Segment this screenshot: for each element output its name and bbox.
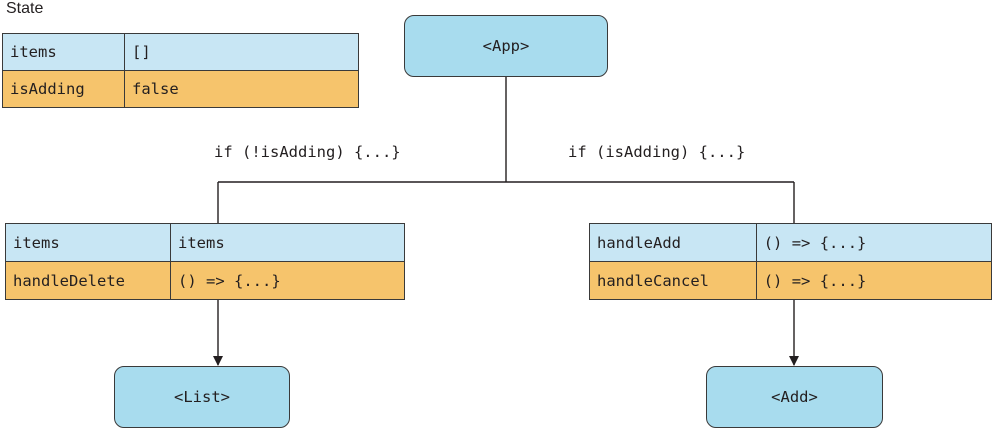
state-table: items [] isAdding false xyxy=(2,33,359,108)
add-props-table: handleAdd () => {...} handleCancel () =>… xyxy=(589,223,992,300)
add-prop-row-handlecancel: handleCancel () => {...} xyxy=(589,261,992,300)
state-value: false xyxy=(124,70,359,108)
state-key: items xyxy=(2,33,125,71)
app-component-node: <App> xyxy=(404,15,608,77)
prop-value: () => {...} xyxy=(755,261,992,300)
condition-not-adding: if (!isAdding) {...} xyxy=(214,143,401,161)
list-prop-row-items: items items xyxy=(5,223,405,262)
state-value: [] xyxy=(124,33,359,71)
prop-value: () => {...} xyxy=(170,261,405,300)
add-prop-row-handleadd: handleAdd () => {...} xyxy=(589,223,992,262)
list-props-table: items items handleDelete () => {...} xyxy=(5,223,405,300)
state-row-isadding: isAdding false xyxy=(2,70,359,108)
prop-key: handleAdd xyxy=(589,223,757,262)
state-key: isAdding xyxy=(2,70,125,108)
state-row-items: items [] xyxy=(2,33,359,71)
list-prop-row-handledelete: handleDelete () => {...} xyxy=(5,261,405,300)
add-component-node: <Add> xyxy=(706,366,883,428)
prop-value: items xyxy=(170,223,405,262)
prop-key: handleCancel xyxy=(589,261,757,300)
prop-key: items xyxy=(5,223,171,262)
prop-value: () => {...} xyxy=(755,223,992,262)
prop-key: handleDelete xyxy=(5,261,171,300)
condition-adding: if (isAdding) {...} xyxy=(568,143,746,161)
list-component-node: <List> xyxy=(114,366,290,428)
state-title: State xyxy=(6,0,44,17)
